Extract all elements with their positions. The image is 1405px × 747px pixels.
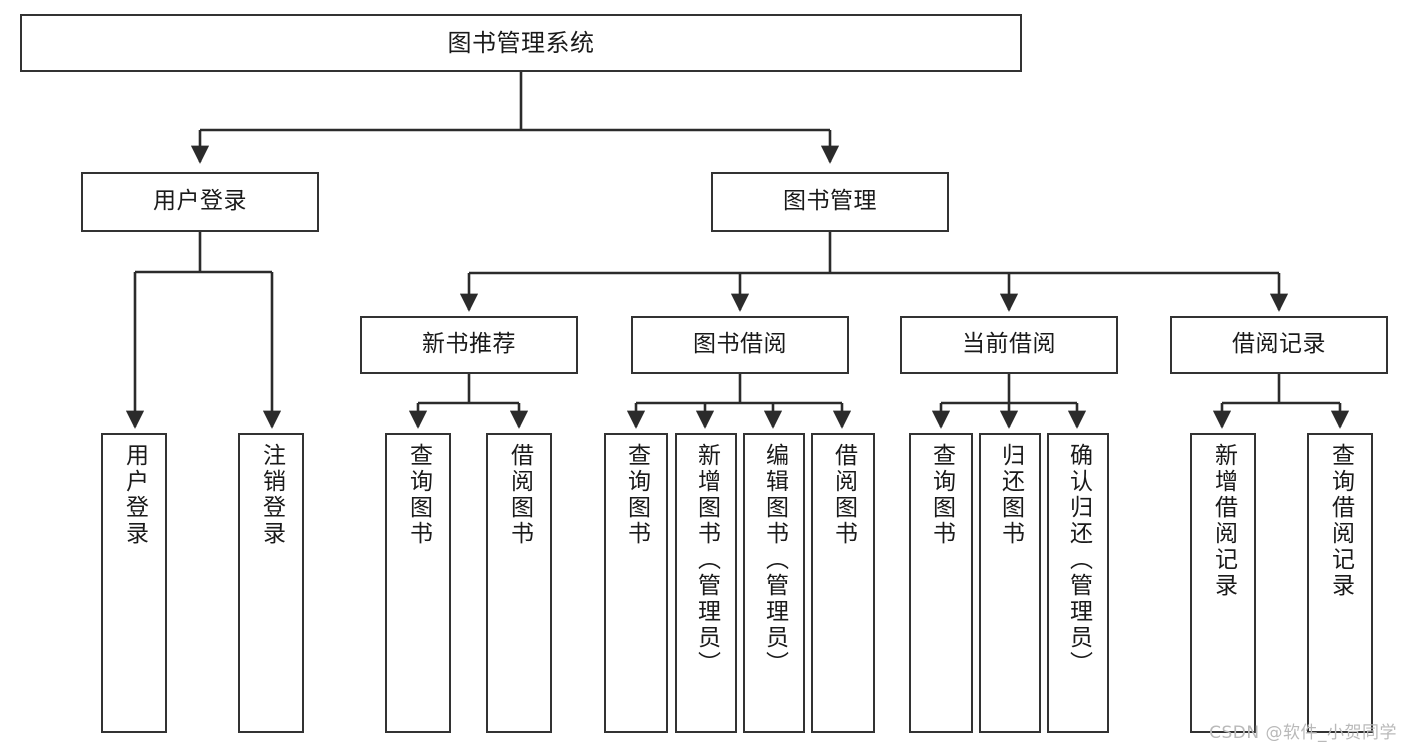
leaf-edit-book[interactable]: 编辑图书（管理员）: [743, 433, 805, 733]
leaf-add-book[interactable]: 新增图书（管理员）: [675, 433, 737, 733]
watermark: CSDN @软件_小贺同学: [1209, 723, 1397, 743]
node-label: 查询图书: [928, 443, 955, 547]
leaf-borrow-book[interactable]: 借阅图书: [811, 433, 875, 733]
leaf-borrow-book-recommend[interactable]: 借阅图书: [486, 433, 552, 733]
leaf-return-book[interactable]: 归还图书: [979, 433, 1041, 733]
leaf-confirm-return[interactable]: 确认归还（管理员）: [1047, 433, 1109, 733]
leaf-query-book-recommend[interactable]: 查询图书: [385, 433, 451, 733]
node-label: 新增借阅记录: [1210, 443, 1237, 599]
node-label: 用户登录: [121, 443, 148, 547]
node-label: 新增图书（管理员）: [693, 443, 720, 677]
node-label: 编辑图书（管理员）: [761, 443, 788, 677]
node-label: 图书借阅: [693, 331, 787, 358]
leaf-query-borrow-record[interactable]: 查询借阅记录: [1307, 433, 1373, 733]
node-label: 确认归还（管理员）: [1065, 443, 1092, 677]
node-label: 归还图书: [997, 443, 1024, 547]
node-new-book-recommend[interactable]: 新书推荐: [360, 316, 578, 374]
leaf-query-book-current[interactable]: 查询图书: [909, 433, 973, 733]
node-label: 借阅记录: [1232, 331, 1326, 358]
leaf-user-logout[interactable]: 注销登录: [238, 433, 304, 733]
node-label: 注销登录: [258, 443, 285, 547]
node-label: 借阅图书: [506, 443, 533, 547]
node-book-manage[interactable]: 图书管理: [711, 172, 949, 232]
node-label: 图书管理系统: [447, 28, 595, 57]
node-label: 借阅图书: [830, 443, 857, 547]
leaf-user-login[interactable]: 用户登录: [101, 433, 167, 733]
node-label: 用户登录: [153, 188, 247, 215]
node-book-borrow[interactable]: 图书借阅: [631, 316, 849, 374]
node-borrow-record[interactable]: 借阅记录: [1170, 316, 1388, 374]
node-root-system[interactable]: 图书管理系统: [20, 14, 1022, 72]
leaf-add-borrow-record[interactable]: 新增借阅记录: [1190, 433, 1256, 733]
node-label: 当前借阅: [962, 331, 1056, 358]
node-label: 查询图书: [623, 443, 650, 547]
node-label: 图书管理: [783, 188, 877, 215]
leaf-query-book-borrow[interactable]: 查询图书: [604, 433, 668, 733]
node-current-borrow[interactable]: 当前借阅: [900, 316, 1118, 374]
node-label: 新书推荐: [422, 331, 516, 358]
node-user-login[interactable]: 用户登录: [81, 172, 319, 232]
node-label: 查询图书: [405, 443, 432, 547]
node-label: 查询借阅记录: [1327, 443, 1354, 599]
